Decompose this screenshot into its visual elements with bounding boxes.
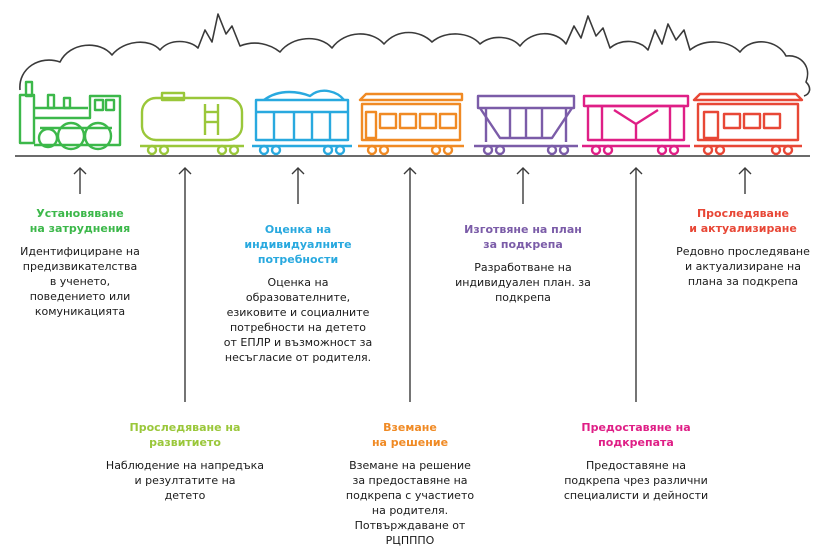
box-car-icon bbox=[582, 94, 690, 156]
step-6-title: Предоставяне на подкрепата bbox=[581, 421, 691, 449]
hopper-car-icon bbox=[252, 89, 352, 156]
step-7: Проследяване и актуализиране Редовно про… bbox=[668, 206, 818, 289]
step-1: Установяване на затруднения Идентифицира… bbox=[5, 206, 155, 319]
step-2-title: Проследяване на развитието bbox=[129, 421, 241, 449]
arrow-6 bbox=[629, 167, 643, 402]
step-4: Вземане на решение Вземане на решение за… bbox=[335, 420, 485, 548]
step-1-desc: Идентифициране на предизвикателства в уч… bbox=[20, 245, 140, 318]
step-7-title: Проследяване и актуализиране bbox=[689, 207, 797, 235]
arrow-5 bbox=[516, 167, 530, 204]
step-1-title: Установяване на затруднения bbox=[29, 207, 131, 235]
arrow-2 bbox=[178, 167, 192, 402]
arrow-3 bbox=[291, 167, 305, 204]
step-3: Оценка на индивидуалните потребности Оце… bbox=[218, 222, 378, 365]
arrow-1 bbox=[73, 167, 87, 194]
arrows bbox=[73, 167, 752, 402]
forest-outline bbox=[19, 13, 811, 97]
step-5-desc: Разработване на индивидуален план. за по… bbox=[455, 261, 591, 304]
passenger-car-icon bbox=[358, 92, 464, 156]
step-5-title: Изготвяне на план за подкрепа bbox=[464, 223, 582, 251]
step-3-title: Оценка на индивидуалните потребности bbox=[244, 223, 352, 266]
step-4-title: Вземане на решение bbox=[371, 421, 449, 449]
arrow-4 bbox=[403, 167, 417, 402]
step-6-desc: Предоставяне на подкрепа чрез различни с… bbox=[563, 459, 709, 502]
step-3-desc: Оценка на образователните, езиковите и с… bbox=[223, 276, 373, 364]
step-5: Изготвяне на план за подкрепа Разработва… bbox=[440, 222, 606, 305]
locomotive-icon bbox=[18, 80, 122, 151]
step-2: Проследяване на развитието Наблюдение на… bbox=[100, 420, 270, 503]
step-7-desc: Редовно проследяване и актуализиране на … bbox=[676, 245, 810, 288]
step-4-desc: Вземане на решение за предоставяне на по… bbox=[345, 459, 475, 547]
arrow-7 bbox=[738, 167, 752, 194]
step-2-desc: Наблюдение на напредъка и резултатите на… bbox=[105, 459, 265, 502]
covered-hopper-icon bbox=[474, 94, 578, 156]
tank-car-icon bbox=[140, 91, 244, 156]
caboose-icon bbox=[692, 92, 804, 156]
step-6: Предоставяне на подкрепата Предоставяне … bbox=[556, 420, 716, 503]
